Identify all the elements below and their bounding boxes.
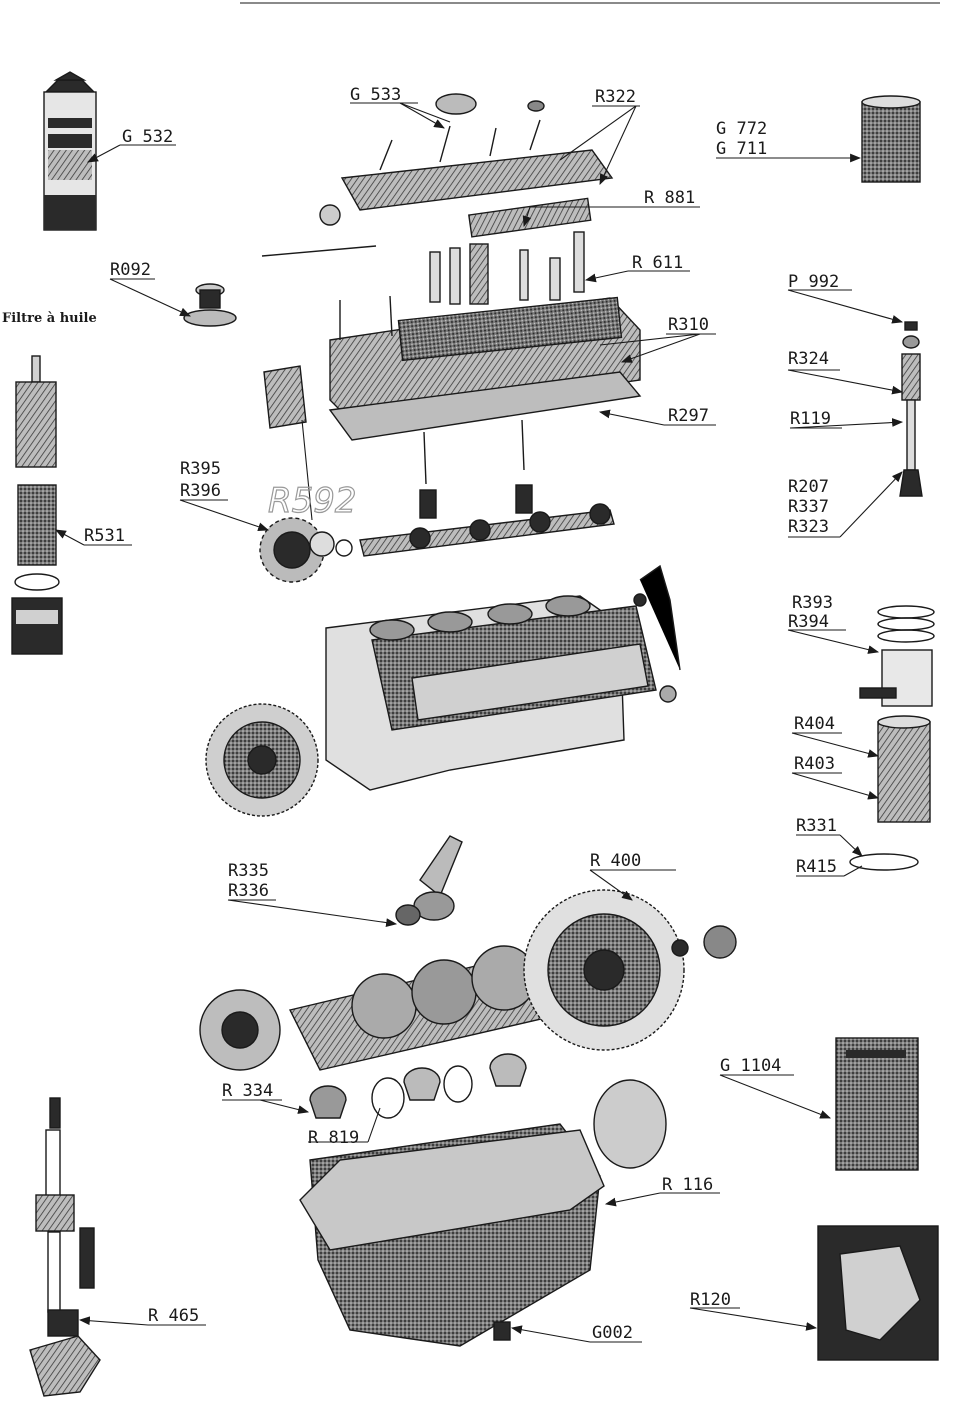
label-r334: R 334 [222,1081,273,1101]
rocker-shaft-valves [261,197,592,305]
label-r404: R404 [794,714,835,734]
camshaft [259,503,615,583]
label-r116: R 116 [662,1175,713,1195]
gasket-set-g1104 [835,1037,919,1171]
tin-can-g772 [861,95,921,183]
label-r393: R393 [792,593,833,613]
label-r611: R 611 [632,253,683,273]
label-r207: R207 [788,477,829,497]
label-r400: R 400 [590,851,641,871]
gasket-kit-r120 [817,1225,939,1361]
label-r335: R335 [228,861,269,881]
crankshaft-flywheel [199,835,737,1071]
piston-assembly [849,605,935,871]
label-r120: R120 [690,1290,731,1310]
label-r322: R322 [595,87,636,107]
label-r403: R403 [794,754,835,774]
valve-assembly [899,321,923,497]
grease-tube-illustration [43,71,97,231]
label-r119: R119 [790,409,831,429]
label-g1104: G 1104 [720,1056,781,1076]
part-labels: G 532 G 533 R322 G 772 G 711 R 881 R092 … [2,85,839,1343]
main-bearings [309,1053,527,1119]
label-r415: R415 [796,857,837,877]
label-r881: R 881 [644,188,695,208]
label-r337: R337 [788,497,829,517]
oil-sump [299,1079,667,1347]
leader-lines [55,102,904,1343]
label-g532: G 532 [122,127,173,147]
label-g002: G002 [592,1323,633,1343]
label-r331: R331 [796,816,837,836]
label-filtre-a-huile: Filtre à huile [2,311,97,326]
label-g772: G 772 [716,119,767,139]
label-r092: R092 [110,260,151,280]
engine-block [205,564,681,817]
label-r394: R394 [788,612,829,632]
label-r396: R396 [180,481,221,501]
label-r531: R531 [84,526,125,546]
label-r323: R323 [788,517,829,537]
cylinder-head [263,295,642,519]
label-r336: R336 [228,881,269,901]
label-g533: G 533 [350,85,401,105]
oil-filter-assembly [11,355,63,655]
label-g711: G 711 [716,139,767,159]
label-r819: R 819 [308,1128,359,1148]
rocker-cover [340,93,614,211]
label-r297: R297 [668,406,709,426]
oil-pump-assembly [29,1097,101,1397]
label-r395: R395 [180,459,221,479]
handwritten-note: R592 [268,481,357,521]
label-r465: R 465 [148,1306,199,1326]
flange-part-r092 [183,283,237,327]
label-p992: P 992 [788,272,839,292]
label-r310: R310 [668,315,709,335]
label-r324: R324 [788,349,829,369]
